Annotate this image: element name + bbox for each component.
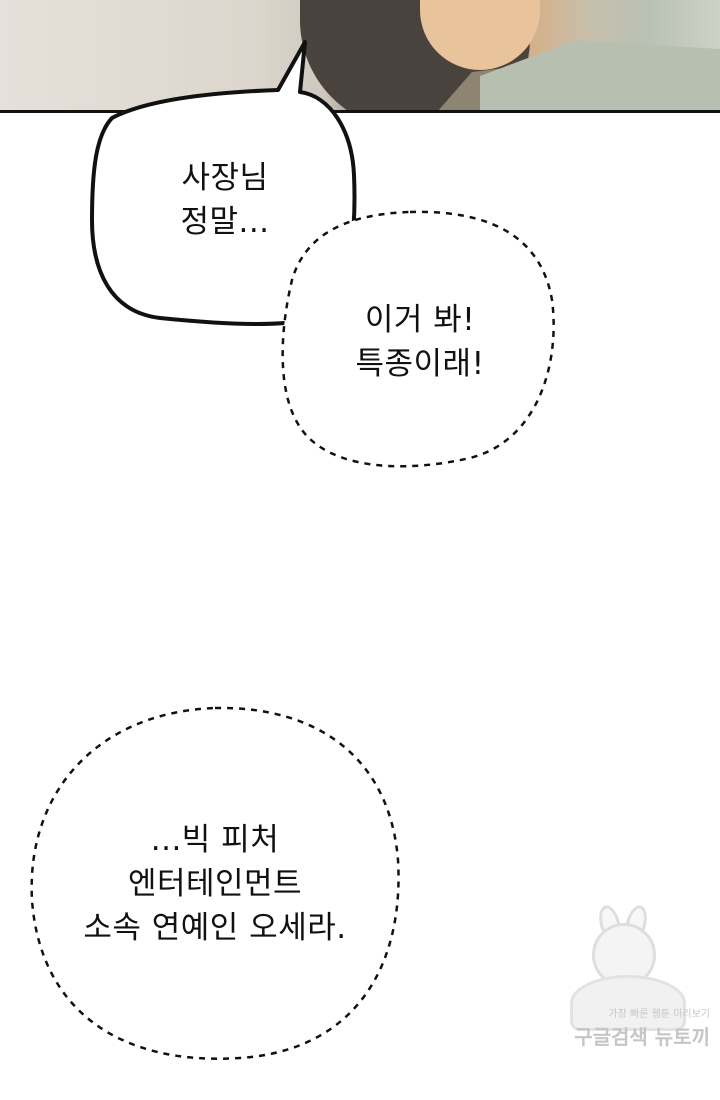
watermark-small-text: 가장 빠른 웹툰 미리보기 bbox=[608, 1009, 710, 1020]
top-comic-panel bbox=[0, 0, 720, 112]
dialogue-line: 이거 봐! bbox=[364, 302, 476, 338]
dialogue-boss: 사장님 정말... bbox=[140, 156, 310, 244]
dialogue-look: 이거 봐! 특종이래! bbox=[310, 298, 530, 386]
dialogue-line: 특종이래! bbox=[355, 346, 485, 382]
watermark-big-text: 구글검색 뉴토끼 bbox=[574, 1025, 710, 1049]
dialogue-ose: ...빅 피처 엔터테인먼트 소속 연예인 오세라. bbox=[40, 818, 390, 950]
watermark: 가장 빠른 웹툰 미리보기 구글검색 뉴토끼 bbox=[540, 903, 710, 1055]
dialogue-line: 소속 연예인 오세라. bbox=[83, 910, 347, 946]
panel-border bbox=[0, 110, 720, 113]
dialogue-line: 엔터테인먼트 bbox=[127, 866, 303, 902]
mascot-body bbox=[570, 975, 686, 1031]
dialogue-line: 정말... bbox=[180, 204, 270, 240]
dialogue-line: 사장님 bbox=[181, 160, 269, 196]
dialogue-line: ...빅 피처 bbox=[150, 822, 280, 858]
